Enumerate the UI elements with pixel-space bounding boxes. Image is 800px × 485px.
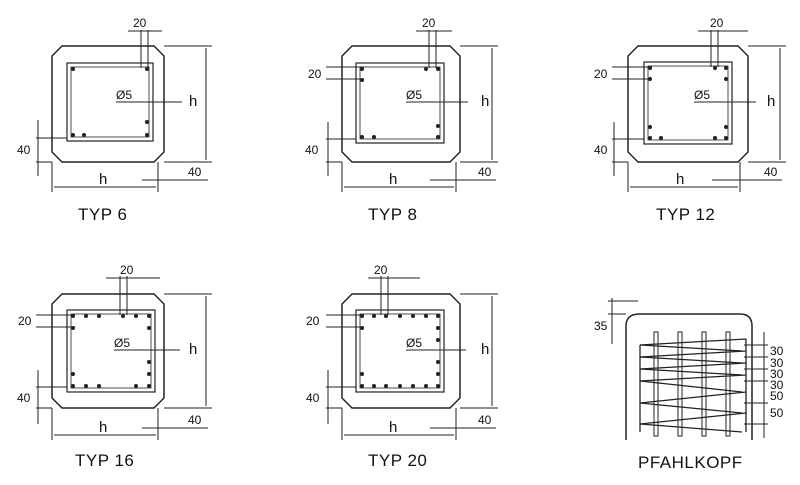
bar-diameter-label: Ø5	[406, 336, 422, 350]
side-spacing-label: 20	[308, 67, 322, 81]
spiral-spacing-label: 30	[770, 344, 784, 358]
rebar-points	[648, 66, 728, 140]
section-typ-16: 20 20 Ø5 h 40 h 40 TYP 16	[17, 263, 212, 470]
height-label: h	[481, 93, 489, 110]
spiral-spacing-label: 30	[770, 367, 784, 381]
top-spacing-label: 20	[374, 263, 388, 277]
height-label: h	[767, 93, 775, 110]
side-spacing-label: 20	[306, 314, 320, 328]
right-cover-label: 40	[478, 165, 492, 179]
bottom-cover-label: 40	[17, 143, 31, 157]
width-label: h	[99, 419, 107, 436]
section-typ-6: 20 Ø5 h 40 h 40 TYP 6	[17, 16, 212, 224]
side-spacing-label: 20	[594, 67, 608, 81]
caption: TYP 16	[75, 451, 134, 470]
caption: PFAHLKOPF	[638, 453, 743, 472]
width-label: h	[676, 171, 684, 188]
spiral-spacing-label: 30	[770, 356, 784, 370]
right-cover-label: 40	[188, 413, 202, 427]
top-spacing-label: 20	[120, 263, 134, 277]
rebar-points	[360, 314, 440, 388]
bottom-cover-label: 40	[594, 143, 608, 157]
spiral-spacing-label: 50	[770, 389, 784, 403]
bar-diameter-label: Ø5	[116, 88, 132, 102]
caption: TYP 20	[368, 451, 427, 470]
height-label: h	[189, 93, 197, 110]
section-typ-8: 20 20 Ø5 h 40 h 40 TYP 8	[305, 16, 498, 224]
right-cover-label: 40	[188, 165, 202, 179]
bottom-cover-label: 40	[305, 143, 319, 157]
pile-spiral	[639, 338, 747, 433]
pile-cover-label: 35	[594, 319, 608, 333]
height-label: h	[481, 341, 489, 358]
width-label: h	[389, 419, 397, 436]
rebar-points	[71, 314, 151, 388]
height-label: h	[189, 341, 197, 358]
section-typ-12: 20 20 Ø5 h 40 h 40 TYP 12	[594, 16, 786, 224]
right-cover-label: 40	[764, 165, 778, 179]
width-label: h	[389, 171, 397, 188]
bottom-cover-label: 40	[17, 391, 31, 405]
top-spacing-label: 20	[133, 16, 147, 30]
caption: TYP 8	[368, 205, 417, 224]
pile-head: 35	[594, 298, 784, 472]
bar-diameter-label: Ø5	[694, 88, 710, 102]
pile-longitudinal-bars	[653, 331, 731, 437]
spiral-spacing-label: 30	[770, 378, 784, 392]
right-cover-label: 40	[478, 413, 492, 427]
side-spacing-label: 20	[18, 314, 32, 328]
section-typ-20: 20 20 Ø5 h 40 h 40 TYP 20	[306, 263, 498, 470]
top-spacing-label: 20	[710, 16, 724, 30]
bar-diameter-label: Ø5	[114, 336, 130, 350]
caption: TYP 6	[78, 205, 127, 224]
width-label: h	[99, 171, 107, 188]
rebar-points	[360, 67, 440, 139]
bottom-cover-label: 40	[306, 391, 320, 405]
top-spacing-label: 20	[422, 16, 436, 30]
caption: TYP 12	[656, 205, 715, 224]
spiral-spacing-label: 50	[770, 406, 784, 420]
bar-diameter-label: Ø5	[406, 88, 422, 102]
